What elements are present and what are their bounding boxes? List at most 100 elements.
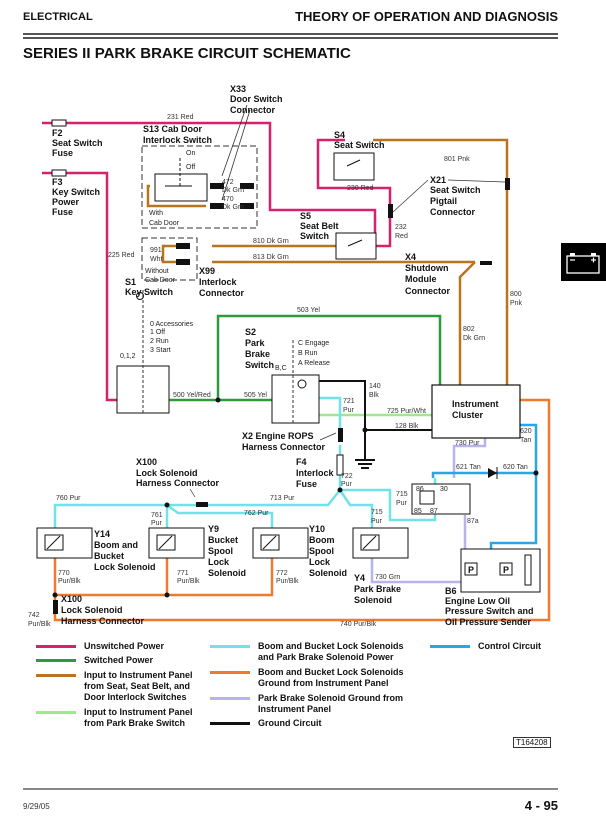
wire-770-772 xyxy=(53,557,274,597)
svg-text:Cab Door: Cab Door xyxy=(145,277,176,284)
page-number: 4 - 95 xyxy=(524,798,558,813)
y10-label: Y10 xyxy=(309,524,325,534)
svg-text:Interlock: Interlock xyxy=(199,277,238,287)
svg-text:Seat Switch: Seat Switch xyxy=(430,185,481,195)
svg-text:0 Accessories: 0 Accessories xyxy=(150,321,194,328)
svg-text:472: 472 xyxy=(222,179,234,186)
svg-text:730 Grn: 730 Grn xyxy=(375,574,400,581)
wire-801-pnk xyxy=(373,138,509,178)
svg-text:1 Off: 1 Off xyxy=(150,329,165,336)
svg-text:225 Red: 225 Red xyxy=(108,252,135,259)
s13-switch xyxy=(154,173,208,202)
svg-text:87: 87 xyxy=(430,508,438,515)
x21-connector-800 xyxy=(505,178,510,190)
svg-text:87a: 87a xyxy=(467,518,479,525)
svg-text:Switch: Switch xyxy=(300,231,329,241)
battery-icon xyxy=(566,253,600,274)
svg-text:Key Switch: Key Switch xyxy=(125,287,173,297)
svg-text:C Engage: C Engage xyxy=(298,340,329,347)
wire-715-pur-y4 xyxy=(338,489,374,528)
svg-text:232: 232 xyxy=(395,224,407,231)
x100-top-label: X100 xyxy=(136,457,157,467)
figure-id: T164208 xyxy=(513,737,551,748)
svg-text:0,1,2: 0,1,2 xyxy=(120,353,136,360)
without-cab-door-enclosure xyxy=(141,237,198,281)
svg-text:Lock Solenoid: Lock Solenoid xyxy=(61,605,123,615)
svg-text:Boom: Boom xyxy=(309,535,335,545)
ground-wires xyxy=(318,380,432,469)
s5-switch xyxy=(335,232,377,260)
s5-label: S5 xyxy=(300,211,311,221)
wire-620-tan xyxy=(489,423,538,555)
svg-text:85: 85 xyxy=(414,508,422,515)
svg-text:Boom and: Boom and xyxy=(94,540,138,550)
svg-text:Solenoid: Solenoid xyxy=(309,568,347,578)
x100-top-connector xyxy=(196,502,208,507)
svg-text:Interlock: Interlock xyxy=(296,468,335,478)
svg-text:Key Switch: Key Switch xyxy=(52,187,100,197)
svg-text:Fuse: Fuse xyxy=(52,207,73,217)
svg-text:B Run: B Run xyxy=(298,350,318,357)
svg-text:Cluster: Cluster xyxy=(452,410,484,420)
section-header: ELECTRICAL xyxy=(23,11,93,23)
svg-text:Pur/Blk: Pur/Blk xyxy=(28,621,51,628)
legend-item: Boom and Bucket Lock Solenoids Ground fr… xyxy=(210,667,410,689)
x100-bottom-connector xyxy=(53,600,58,614)
legend-item: Input to Instrument Panel from Park Brak… xyxy=(36,707,206,729)
svg-text:Switch: Switch xyxy=(245,360,274,370)
svg-text:Pigtail: Pigtail xyxy=(430,196,457,206)
svg-text:Spool: Spool xyxy=(309,546,334,556)
f2-label: F2 xyxy=(52,128,63,138)
svg-text:Dk Grn: Dk Grn xyxy=(222,187,244,194)
solenoid-y9 xyxy=(148,527,205,559)
svg-text:Pur/Blk: Pur/Blk xyxy=(58,578,81,585)
solenoid-y14 xyxy=(36,527,93,559)
x99-label: X99 xyxy=(199,266,215,276)
svg-text:Pur: Pur xyxy=(151,520,163,527)
svg-text:Connector: Connector xyxy=(405,286,450,296)
f4-label: F4 xyxy=(296,457,307,467)
s4-label: S4 xyxy=(334,130,345,140)
svg-text:140: 140 xyxy=(369,383,381,390)
svg-text:810 Dk Grn: 810 Dk Grn xyxy=(253,238,289,245)
svg-text:Connector: Connector xyxy=(230,105,275,115)
svg-text:Shutdown: Shutdown xyxy=(405,263,449,273)
svg-text:230 Red: 230 Red xyxy=(347,185,374,192)
y14-label: Y14 xyxy=(94,529,110,539)
svg-text:Solenoid: Solenoid xyxy=(354,595,392,605)
control-wires xyxy=(431,423,538,555)
s2-label: S2 xyxy=(245,327,256,337)
svg-text:Bucket: Bucket xyxy=(94,551,124,561)
legend-swatch xyxy=(36,674,76,677)
b6-label: B6 xyxy=(445,586,457,596)
x4-label: X4 xyxy=(405,252,416,262)
wire-762-pur xyxy=(166,503,274,528)
svg-text:Connector: Connector xyxy=(199,288,244,298)
y4-label: Y4 xyxy=(354,573,365,583)
s2-switch-body xyxy=(271,374,320,424)
x4-connector xyxy=(480,261,492,265)
svg-text:Park Brake: Park Brake xyxy=(354,584,401,594)
svg-text:Lock Solenoid: Lock Solenoid xyxy=(94,562,156,572)
svg-text:With: With xyxy=(149,210,163,217)
solenoid-y10 xyxy=(252,527,309,559)
svg-text:A Release: A Release xyxy=(298,360,330,367)
lamp-icon xyxy=(297,379,307,389)
svg-text:30: 30 xyxy=(440,486,448,493)
svg-text:500 Yel/Red: 500 Yel/Red xyxy=(173,392,211,399)
svg-text:721: 721 xyxy=(343,398,355,405)
svg-text:Harness Connector: Harness Connector xyxy=(136,478,220,488)
section-tab[interactable] xyxy=(561,243,606,281)
svg-text:Dk Grn: Dk Grn xyxy=(222,204,244,211)
legend-item: Boom and Bucket Lock Solenoids and Park … xyxy=(210,641,410,663)
wire-621-tan xyxy=(431,471,536,478)
svg-text:86: 86 xyxy=(416,486,424,493)
svg-text:761: 761 xyxy=(151,512,163,519)
solenoid-y4 xyxy=(352,527,409,559)
svg-text:Without: Without xyxy=(145,268,169,275)
svg-text:Module: Module xyxy=(405,274,437,284)
svg-text:740 Pur/Blk: 740 Pur/Blk xyxy=(340,621,377,628)
svg-text:762 Pur: 762 Pur xyxy=(244,510,269,517)
svg-text:620 Tan: 620 Tan xyxy=(503,464,528,471)
svg-text:128 Blk: 128 Blk xyxy=(395,423,419,430)
